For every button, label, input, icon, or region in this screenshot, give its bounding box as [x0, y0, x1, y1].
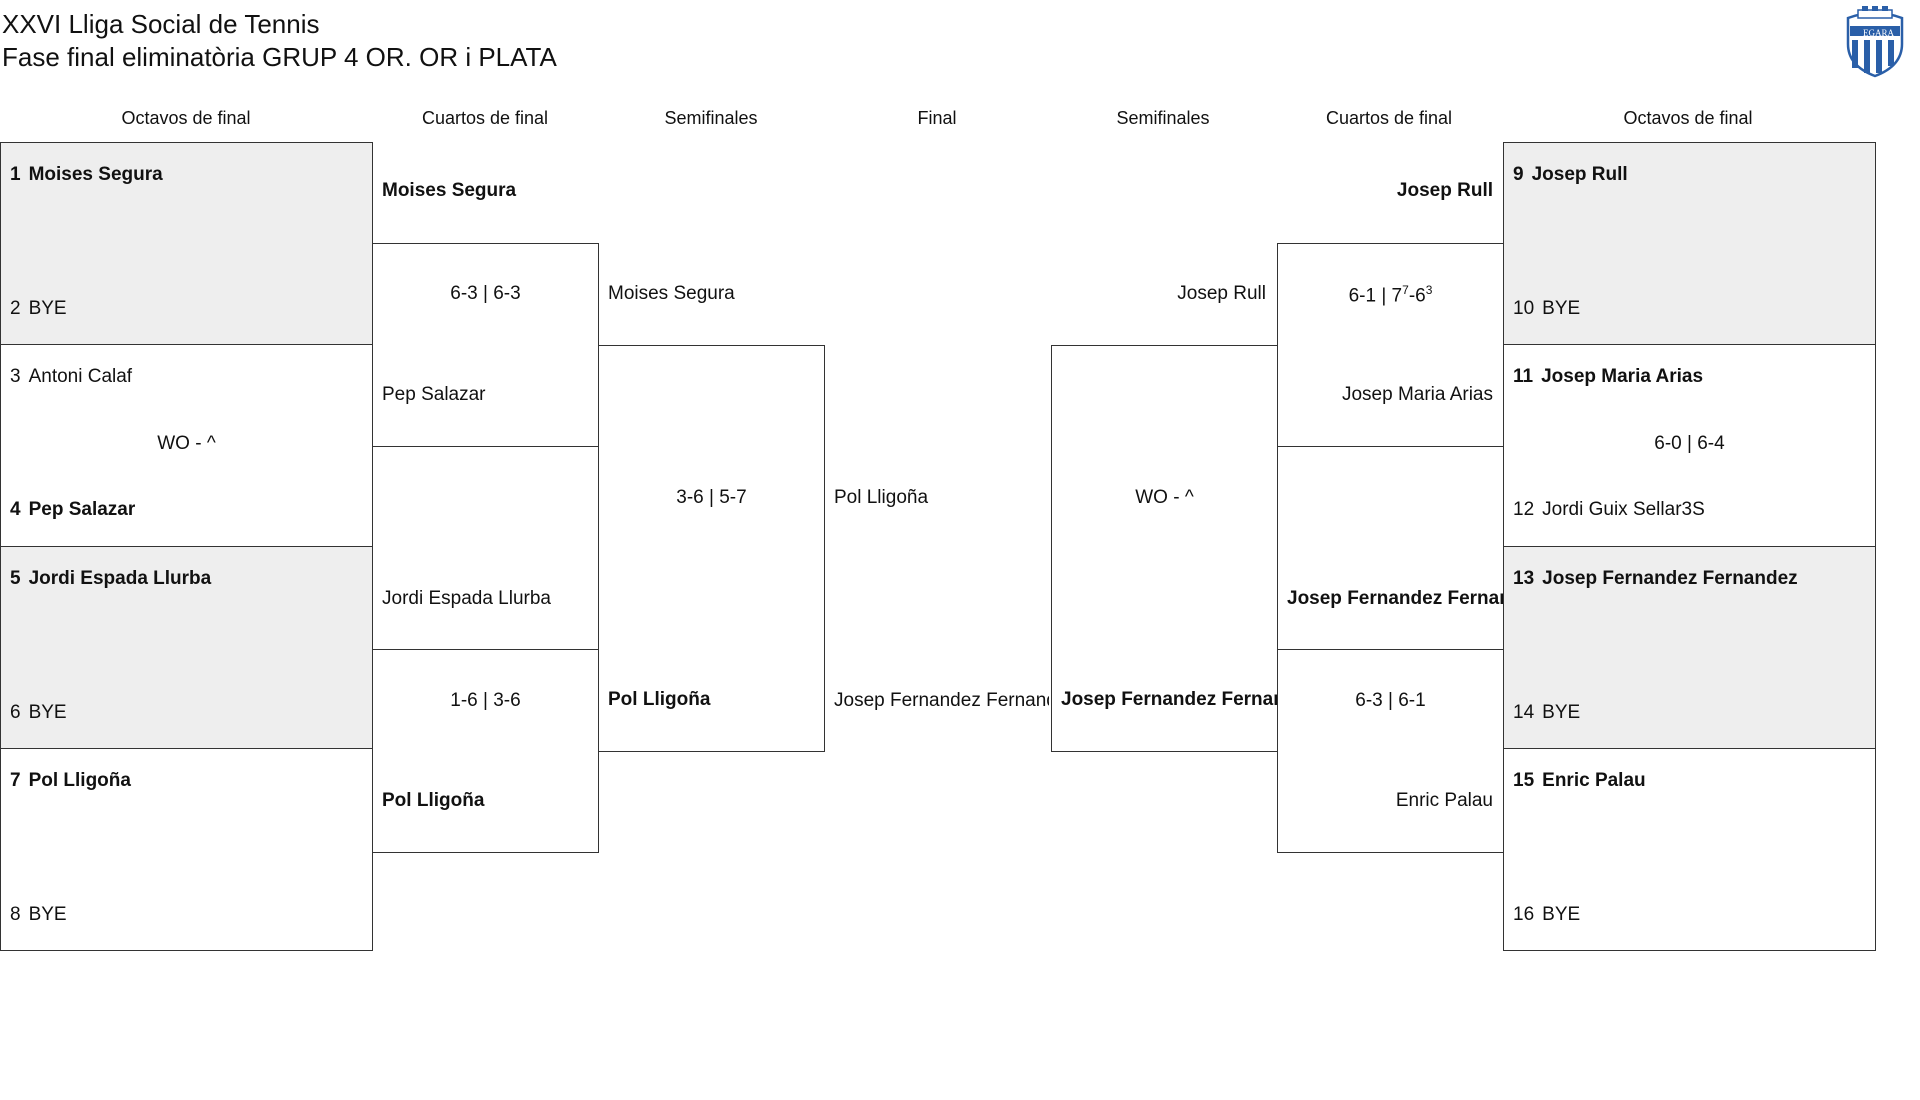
col-right-r16: Octavos de final [1623, 108, 1753, 128]
final-top[interactable]: Pol Lligoña [834, 487, 929, 508]
match-score: 6-3 | 6-3 [450, 283, 521, 304]
match-score: 3-6 | 5-7 [676, 487, 747, 508]
col-left-sf: Semifinales [664, 108, 758, 128]
right-sf-match [1051, 345, 1278, 752]
right-qf2-bottom[interactable]: Enric Palau [1395, 790, 1493, 811]
match-score: 6-0 | 6-4 [1654, 433, 1725, 454]
left-qf-match-1 [372, 243, 599, 447]
right-r16-match-4 [1503, 748, 1876, 951]
right-qf1-bottom[interactable]: Josep Maria Arias [1341, 384, 1493, 405]
right-qf2-top[interactable]: Josep Fernandez Fernandez [1287, 588, 1503, 609]
match-score: WO - ^ [1135, 487, 1194, 508]
left-qf2-top[interactable]: Jordi Espada Llurba [382, 588, 551, 609]
right-sf-bottom[interactable]: Josep Fernandez Fernandez [1061, 689, 1277, 710]
match-score: 1-6 | 3-6 [450, 690, 521, 711]
left-sf-top[interactable]: Moises Segura [608, 283, 735, 304]
left-qf-match-2 [372, 649, 599, 853]
match-score: 6-3 | 6-1 [1355, 690, 1426, 711]
col-right-sf: Semifinales [1116, 108, 1210, 128]
logo-text: EGARA [1863, 28, 1894, 38]
page-title: XXVI Lliga Social de Tennis [2, 9, 320, 39]
match-score: WO - ^ [157, 433, 216, 454]
right-r16-match-1 [1503, 142, 1876, 345]
page-subtitle: Fase final eliminatòria GRUP 4 OR. OR i … [2, 42, 557, 72]
left-r16-match-1 [0, 142, 373, 345]
right-qf-match-2 [1277, 649, 1504, 853]
left-sf-match [598, 345, 825, 752]
col-right-qf: Cuartos de final [1325, 108, 1453, 128]
left-qf1-top[interactable]: Moises Segura [382, 180, 517, 201]
col-left-qf: Cuartos de final [421, 108, 549, 128]
right-qf1-top[interactable]: Josep Rull [1396, 180, 1493, 201]
left-qf2-bottom[interactable]: Pol Lligoña [382, 790, 485, 811]
match-score: 6-1 | 77-63 [1348, 283, 1433, 307]
col-left-r16: Octavos de final [121, 108, 251, 128]
left-r16-match-3 [0, 546, 373, 749]
club-logo [1846, 6, 1904, 78]
left-qf1-bottom[interactable]: Pep Salazar [382, 384, 486, 405]
left-sf-bottom[interactable]: Pol Lligoña [608, 689, 711, 710]
col-final: Final [917, 108, 957, 128]
final-bottom[interactable]: Josep Fernandez Fernandez [834, 690, 1049, 711]
right-r16-match-3 [1503, 546, 1876, 749]
right-qf-match-1 [1277, 243, 1504, 447]
right-sf-top[interactable]: Josep Rull [1177, 283, 1266, 304]
